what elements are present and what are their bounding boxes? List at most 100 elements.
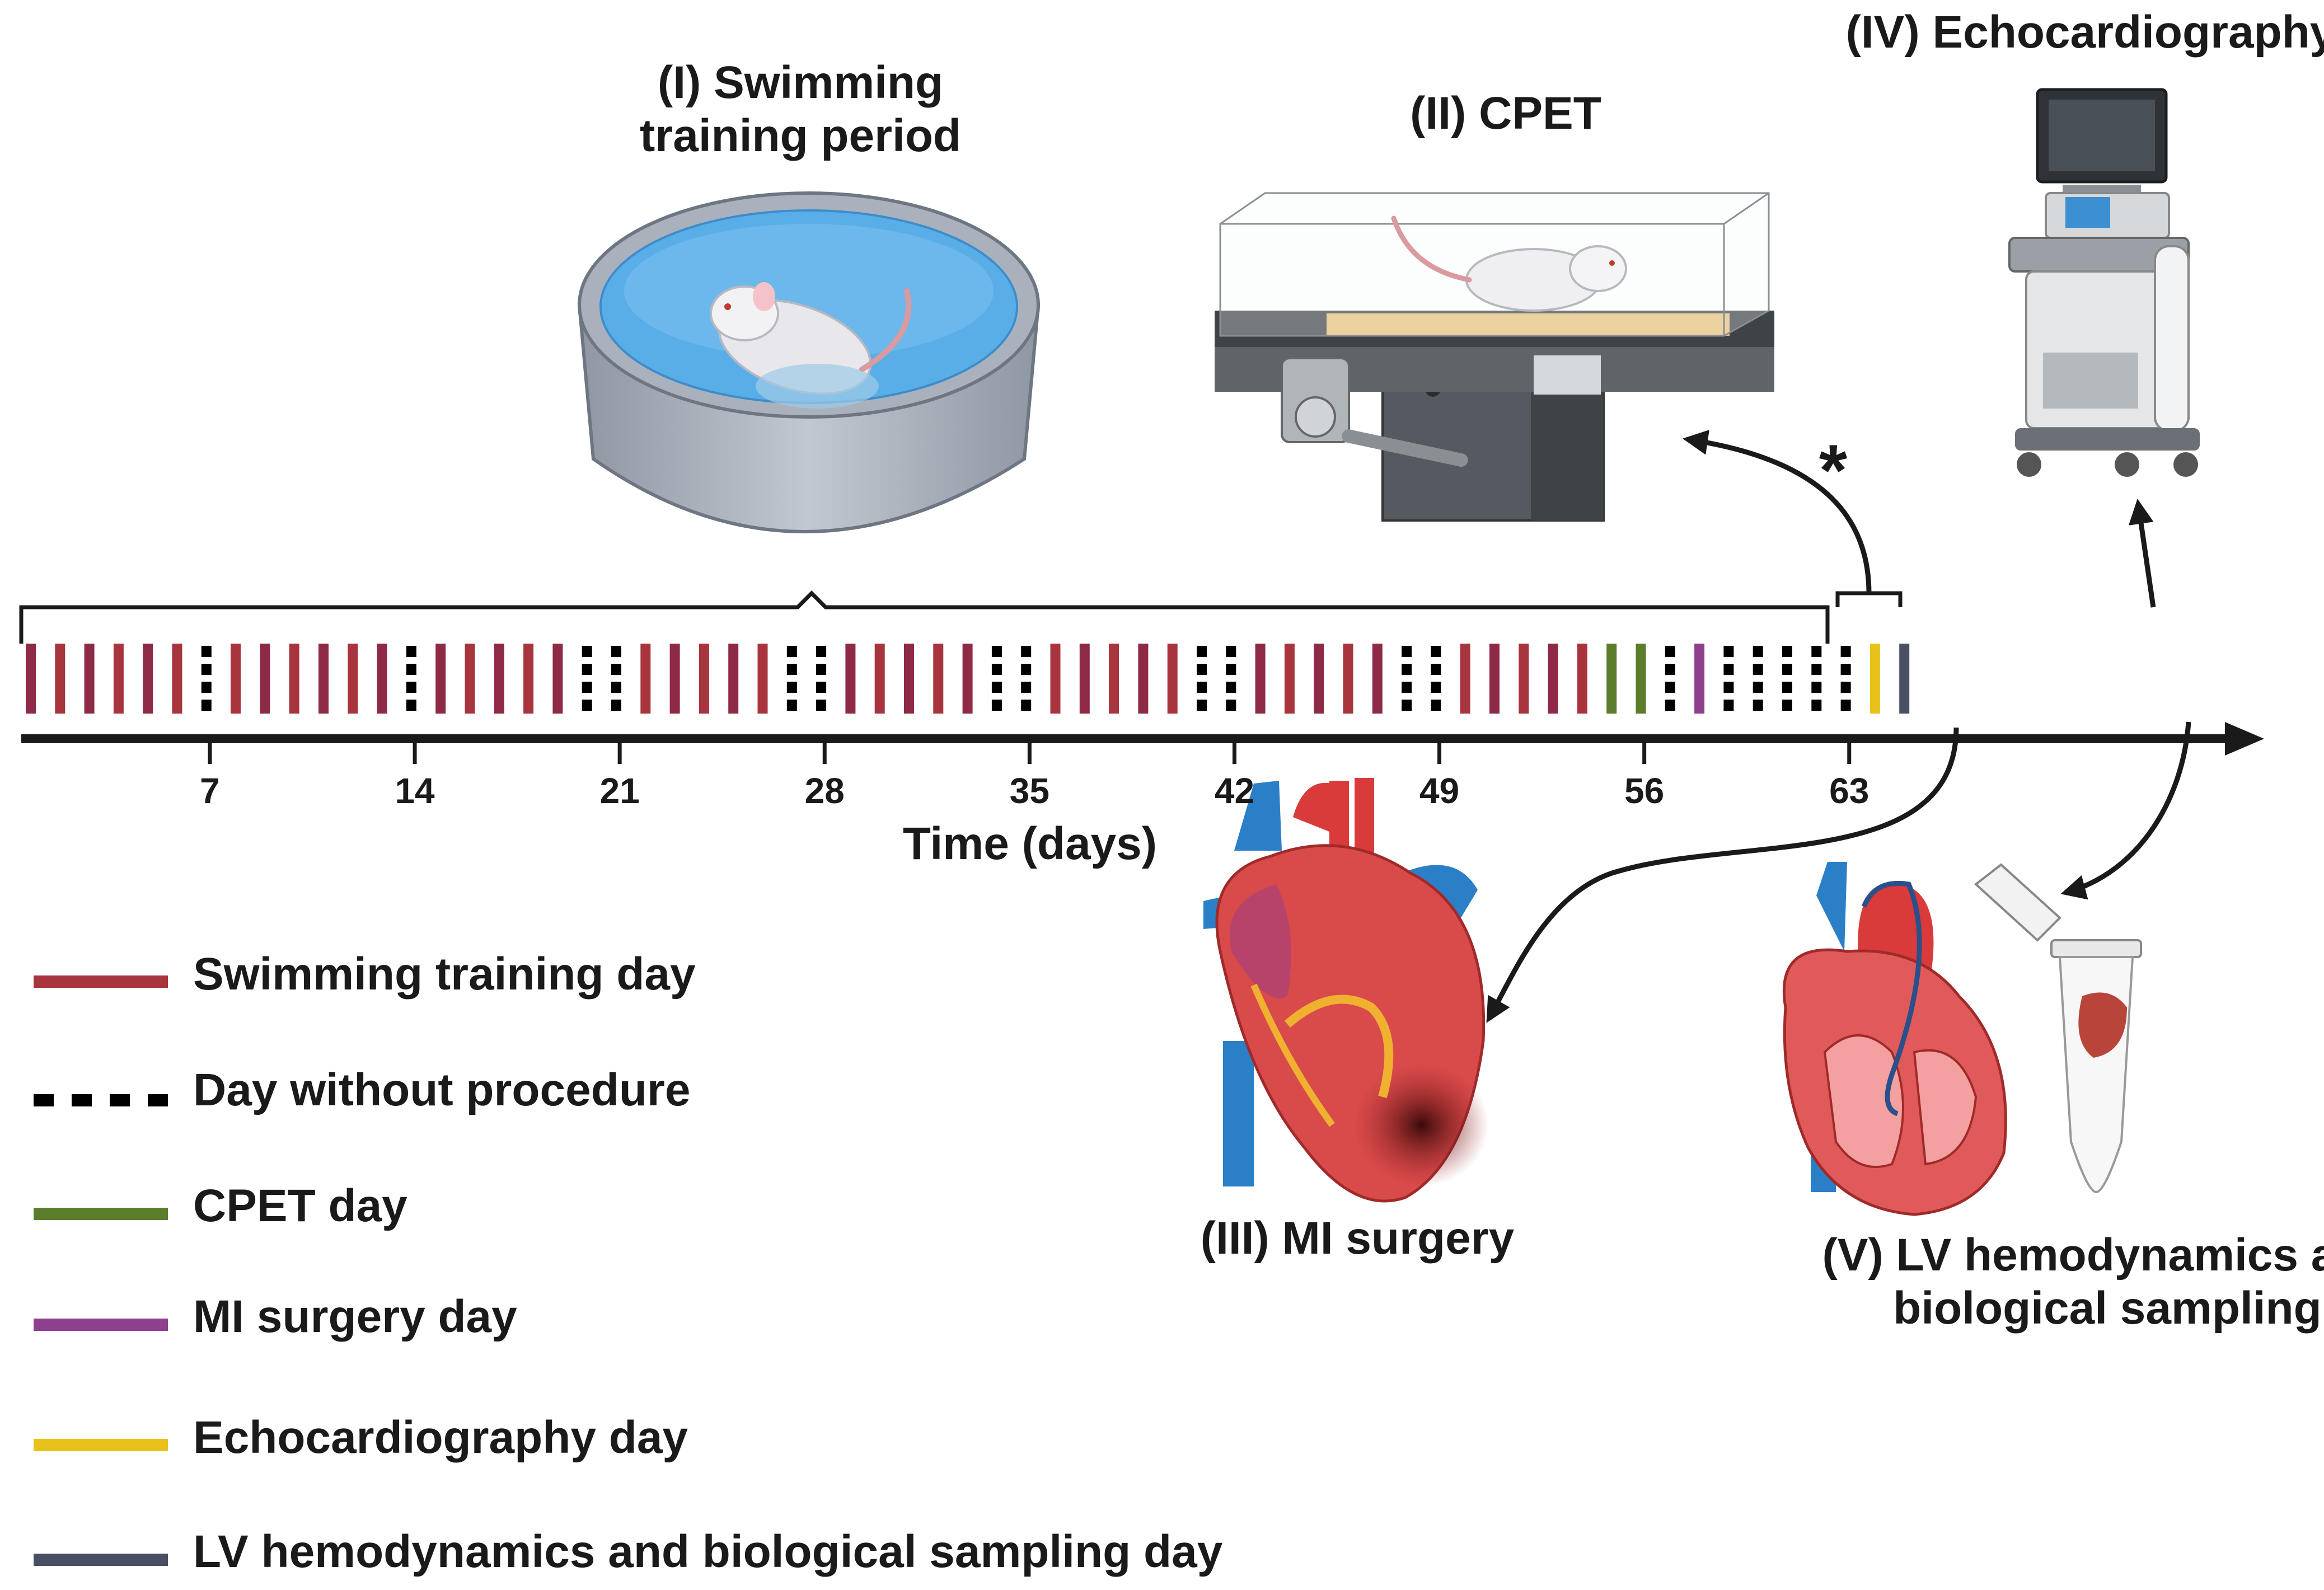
rest-day-mark [991,700,1002,711]
swimming-period-bracket [19,590,1830,644]
time-axis-arrowhead [2225,722,2264,756]
rest-day-mark [1723,646,1734,657]
rest-day-mark [1753,664,1763,675]
swim-day-bar [1050,644,1061,714]
swim-day-bar [113,644,124,714]
swim-day-bar [348,644,358,714]
rest-day-mark [1665,700,1675,711]
swim-day-bar [289,644,299,714]
rest-day-mark [1753,682,1763,693]
swim-day-bar [494,644,504,714]
rest-day-mark [816,682,827,693]
rest-day-mark [1840,646,1851,657]
legend-label-rest: Day without procedure [193,1064,690,1115]
swimming-pool-illustration [577,191,1041,533]
rest-day-mark [1431,700,1441,711]
swim-day-bar [172,644,182,714]
rest-day-mark [1811,646,1822,657]
swim-day-bar [1109,644,1119,714]
swim-day-bar [231,644,241,714]
swimming-title-line2: training period [640,110,961,161]
swim-day-bar [728,644,739,714]
rest-day-mark [1431,682,1441,693]
rest-day-mark [786,682,797,693]
rest-day-mark [1021,700,1032,711]
rest-day-mark [1021,682,1032,693]
swim-day-bar [260,644,270,714]
rest-day-mark [1402,700,1412,711]
axis-tick-label: 56 [1624,771,1664,811]
swim-day-bar [1372,644,1383,714]
axis-tick-label: 63 [1829,771,1869,811]
rest-day-mark [1782,664,1792,675]
legend-item-cpet: CPET day [34,1180,407,1231]
rest-day-mark [991,646,1002,657]
rest-day-mark [406,682,416,693]
rest-day-mark [406,646,416,657]
rest-day-mark [201,700,212,711]
swim-day-bar [377,644,387,714]
echo-day-bar [1869,644,1880,714]
legend-swatch-echo [34,1439,168,1451]
rest-day-mark [1840,700,1851,711]
axis-tick-label: 42 [1215,771,1254,811]
lv-title-line2: biological sampling [1893,1283,2321,1334]
swim-day-bar [757,644,768,714]
swim-day-bar [1460,644,1470,714]
rest-day-mark [201,664,212,675]
rest-day-mark [611,700,621,711]
legend-swatch-rest [34,1094,168,1106]
rest-day-mark [1665,682,1675,693]
swim-day-bar [1255,644,1266,714]
rest-day-mark [1665,664,1675,675]
rest-day-mark [1723,700,1734,711]
rest-day-mark [582,646,592,657]
axis-title: Time (days) [903,818,1157,869]
mi-arrow [1486,727,1959,1023]
cpet-bracket [1835,591,1903,607]
swimming-title-line1: (I) Swimming [658,57,943,108]
swim-day-bar [1577,644,1587,714]
swim-day-bar [1079,644,1090,714]
legend: Swimming training day Day without proced… [34,949,1223,1577]
lv-arrow [2060,721,2191,900]
rest-day-mark [611,682,621,693]
rest-day-mark [1782,700,1792,711]
axis-tick-label: 49 [1419,771,1459,811]
legend-label-lv: LV hemodynamics and biological sampling … [193,1526,1223,1577]
cpet-title: (II) CPET [1410,88,1601,139]
echo-title: (IV) Echocardiography [1846,7,2324,58]
rest-day-mark [1840,664,1851,675]
cpet-rat-icon [1391,215,1627,312]
rest-day-mark [1753,700,1763,711]
cpet-day-bar [1636,644,1646,714]
rest-day-mark [1723,682,1734,693]
rest-day-mark [1753,646,1763,657]
rest-day-mark [1226,682,1236,693]
echocardiography-machine-illustration [2008,88,2200,477]
legend-swatch-cpet [34,1208,168,1220]
rest-day-mark [1723,664,1734,675]
legend-label-swimming: Swimming training day [193,949,696,1000]
swim-day-bar [1343,644,1353,714]
swim-day-bar [669,644,680,714]
rest-day-mark [991,664,1002,675]
swimming-rat-icon [710,282,912,409]
swim-day-bar [874,644,885,714]
swim-day-bar [465,644,475,714]
rest-day-mark [1665,646,1675,657]
legend-label-echo: Echocardiography day [193,1412,688,1463]
cpet-treadmill-illustration [1215,192,1774,522]
lv-day-bar [1899,644,1910,714]
legend-swatch-mi [34,1319,168,1331]
rest-day-mark [816,664,827,675]
rest-day-mark [1021,664,1032,675]
legend-item-mi: MI surgery day [34,1291,517,1342]
swim-day-bar [962,644,973,714]
rest-day-mark [816,646,827,657]
swim-day-bar [640,644,651,714]
swim-day-bar [1314,644,1324,714]
